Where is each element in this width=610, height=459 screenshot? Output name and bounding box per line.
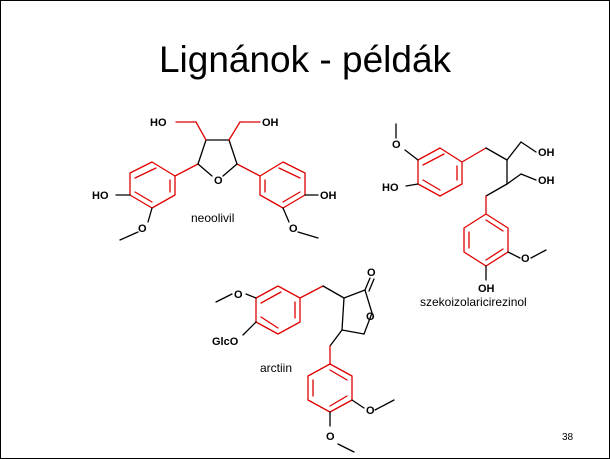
label-o: O (138, 223, 147, 235)
label-o: O (367, 267, 376, 279)
molecule-name-neoolivil: neoolivil (191, 211, 234, 225)
label-ho: HO (150, 117, 167, 129)
label-o: O (214, 175, 223, 187)
label-oh: OH (262, 117, 279, 129)
molecule-name-arctiin: arctiin (260, 361, 292, 375)
label-ho: HO (92, 190, 109, 202)
seco-upper-ring (417, 147, 463, 197)
label-o: O (326, 431, 335, 443)
label-oh: OH (538, 147, 555, 159)
slide-title: Lignánok - példák (158, 39, 452, 80)
label-oh: OH (478, 283, 495, 295)
label-o: O (366, 405, 375, 417)
label-oh: OH (320, 190, 337, 202)
molecule-arctiin: O O GlcO O O O arctiin (212, 267, 395, 453)
label-oh: OH (538, 175, 555, 187)
label-o: O (234, 289, 243, 301)
molecule-name-szekoizolaricirezinol: szekoizolaricirezinol (420, 295, 527, 309)
page-number: 38 (562, 432, 574, 443)
neoolivil-right-ring (259, 161, 306, 209)
neoolivil-left-ring (129, 161, 176, 209)
arctiin-lower-ring (307, 363, 353, 413)
molecule-szekoizolaricirezinol: O HO OH OH OH O szekoizolaricirezinol (382, 123, 555, 309)
label-o: O (521, 253, 530, 265)
seco-lower-ring (463, 213, 509, 267)
label-o: O (366, 311, 375, 323)
label-glco: GlcO (212, 336, 239, 348)
label-o: O (289, 223, 298, 235)
label-ho: HO (382, 182, 399, 194)
label-o: O (392, 139, 401, 151)
molecule-neoolivil: HO OH O HO O OH O neoolivil (92, 117, 337, 241)
